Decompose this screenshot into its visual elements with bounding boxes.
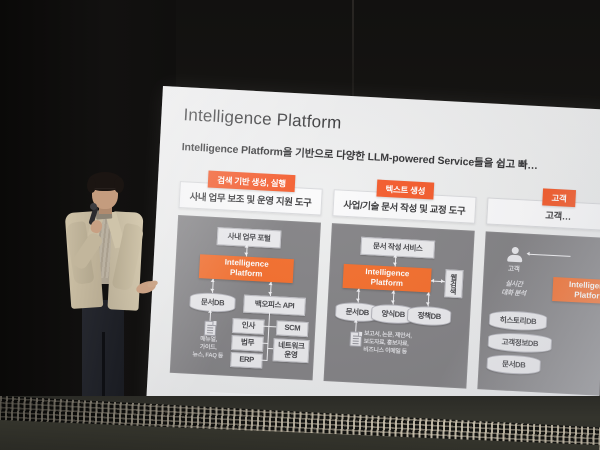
arrow-right: [440, 279, 445, 284]
analysis-label: 실시간 대화 분석: [500, 280, 526, 298]
column-badge: 고객: [542, 188, 577, 208]
slide-column-customer: 고객 고객… 고객 실시간 대화 분석 Intelligence Platfor…: [477, 185, 600, 397]
node-web-search: 웹검색: [444, 269, 464, 299]
customer-person-icon: [506, 246, 523, 264]
arrow-up: [353, 319, 358, 323]
arrow-down: [210, 288, 215, 293]
node-document-db: 문서DB: [486, 353, 542, 376]
node-intelligence-platform: Intelligence Platform: [552, 277, 600, 306]
arrow-up: [208, 309, 213, 313]
arrow-down: [425, 302, 430, 306]
presenter-hair-side-right: [114, 177, 124, 193]
arrow-up: [426, 292, 431, 296]
node-history-db: 히스토리DB: [488, 309, 548, 332]
arrow-up: [393, 254, 398, 258]
source-caption: 보고서, 논문, 제안서, 보도자료, 홍보자료, 비즈니스 이메일 등: [363, 331, 412, 356]
node-document-db: 문서DB: [189, 291, 237, 314]
node-system-hr: 인사: [231, 318, 265, 335]
presenter-figure: [44, 172, 164, 417]
microphone-head-icon: [90, 203, 97, 210]
arrow-down: [244, 252, 249, 256]
arrow-down: [390, 300, 395, 304]
column-diagram-area: 사내 업무 포털 Intelligence Platform: [169, 214, 321, 381]
node-policy-db: 정책DB: [406, 305, 452, 327]
arrow-up: [356, 288, 361, 292]
slide-subtitle: Intelligence Platform을 기반으로 다양한 LLM-powe…: [181, 141, 539, 173]
node-system-erp: ERP: [230, 351, 263, 369]
presenter-glasses: [94, 188, 116, 194]
person-body-icon: [506, 254, 522, 263]
backdrop-seam: [352, 0, 354, 160]
slide-content: Intelligence Platform Intelligence Platf…: [146, 86, 600, 430]
node-customer-info-db: 고객정보DB: [487, 331, 553, 355]
slide-title: Intelligence Platform: [183, 105, 343, 133]
column-diagram-area: 고객 실시간 대화 분석 Intelligence Platform 히스토리D…: [477, 231, 600, 397]
document-icon: [203, 320, 217, 337]
presenter-hair-side-left: [87, 178, 96, 193]
node-system-legal: 법무: [231, 335, 264, 352]
arrow-down: [392, 262, 397, 266]
source-caption: 매뉴얼, 가이드, 뉴스, FAQ 등: [192, 336, 224, 360]
slide-column-text-generation: 텍스트 생성 사업/기술 문서 작성 및 교정 도구 문서 작성 서비스 Int…: [323, 177, 478, 389]
presenter-neck: [99, 205, 112, 214]
person-head-icon: [511, 246, 519, 255]
projection-screen: Intelligence Platform Intelligence Platf…: [145, 86, 600, 430]
connector: [267, 347, 274, 350]
platform-label: Intelligence Platform: [365, 266, 410, 289]
connector: [528, 253, 571, 258]
node-system-network-ops: 네트워크 운영: [272, 338, 310, 364]
presenter-hair: [88, 172, 122, 191]
arrow-up: [268, 281, 273, 286]
platform-label: Intelligence Platform: [224, 257, 269, 279]
arrow-up: [210, 278, 215, 283]
node-backoffice-api: 백오피스 API: [243, 294, 306, 316]
presenter-leg-split: [102, 332, 105, 406]
arrow-down: [355, 298, 360, 302]
connector: [268, 311, 271, 321]
node-portal: 사내 업무 포털: [216, 227, 282, 249]
arrow-up: [391, 290, 396, 294]
column-diagram-area: 문서 작성 서비스 Intelligence Platform 웹검색: [323, 223, 475, 389]
arrow-left: [430, 278, 435, 283]
column-badge: 텍스트 생성: [376, 179, 435, 200]
node-system-scm: SCM: [275, 320, 309, 338]
slide-column-search-generation: 검색 기반 생성, 실행 사내 업무 보조 및 운영 지원 도구 사내 업무 포…: [169, 169, 324, 381]
platform-label: Intelligence Platform: [568, 279, 600, 301]
actor-label: 고객: [507, 265, 520, 274]
document-icon: [349, 331, 363, 347]
node-doc-writing-service: 문서 작성 서비스: [360, 236, 436, 259]
stage-floor: [0, 396, 600, 450]
arrow-down: [268, 291, 273, 296]
arrow-up: [244, 244, 249, 248]
arrow-left: [526, 251, 530, 256]
